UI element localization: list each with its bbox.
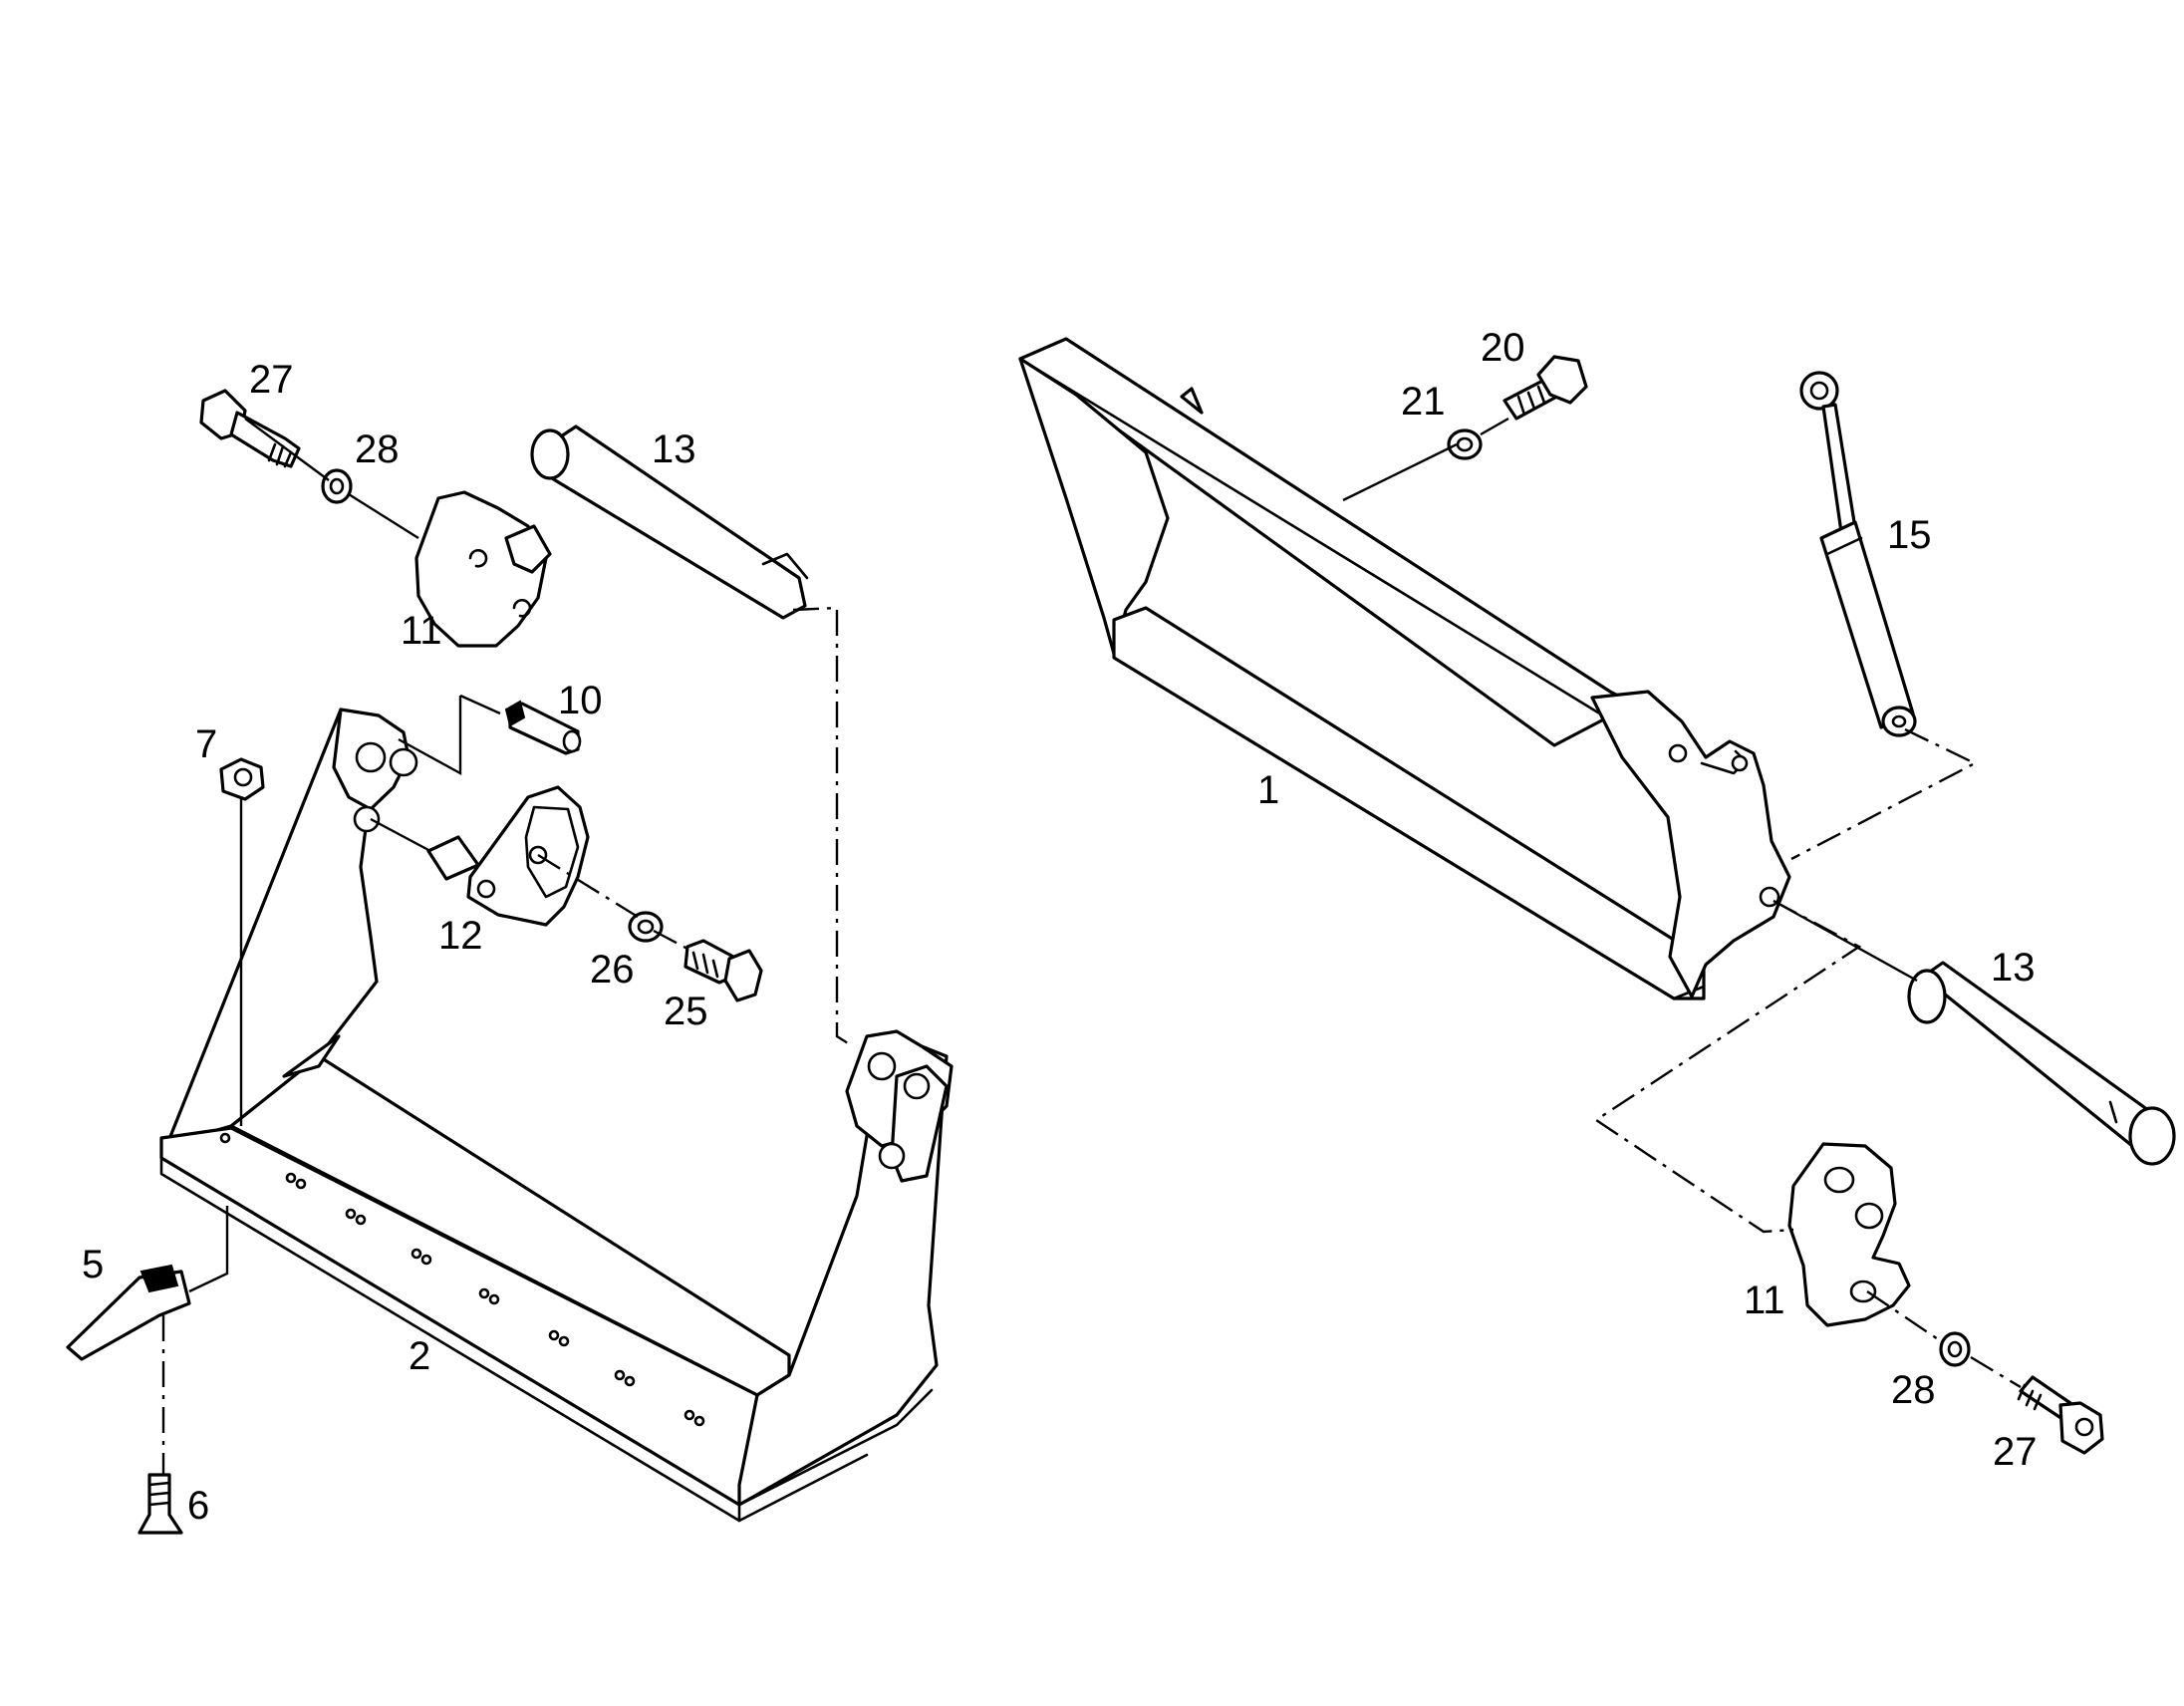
leader-lines-left [161, 418, 854, 1475]
callout-21: 21 [1401, 380, 1446, 424]
callout-26: 26 [590, 948, 635, 992]
bolt-part-27-right [2017, 1375, 2104, 1455]
callout-25: 25 [664, 990, 708, 1033]
callout-11-right: 11 [1744, 1279, 1785, 1322]
callout-27-right: 27 [1993, 1430, 2038, 1474]
pin-part-10 [504, 700, 582, 755]
latch-part-12 [426, 785, 590, 927]
callout-5: 5 [82, 1243, 104, 1286]
callout-20: 20 [1481, 326, 1525, 370]
callout-6: 6 [187, 1484, 209, 1528]
callout-15: 15 [1887, 513, 1932, 557]
hook-part-11-right [1787, 1142, 1911, 1327]
nut-part-7 [219, 757, 265, 801]
bolt-part-6 [137, 1473, 183, 1535]
bolt-part-27-left [199, 389, 301, 468]
bolt-part-25 [683, 939, 763, 1002]
callout-1: 1 [1257, 768, 1279, 812]
pin-part-13-right [1907, 961, 2176, 1166]
pin-part-13-left [530, 425, 809, 620]
callout-7: 7 [195, 722, 217, 766]
callout-13-left: 13 [652, 427, 696, 471]
hook-part-11-left [414, 490, 552, 648]
washer-part-21 [1447, 428, 1483, 460]
callout-13-right: 13 [1991, 946, 2036, 990]
cutting-edge-bolt-holes [219, 1132, 705, 1427]
washer-part-28-left [321, 468, 353, 504]
leader-lines-right [1342, 417, 2022, 1389]
callout-28-right: 28 [1891, 1368, 1936, 1412]
bucket-part-2 [159, 708, 954, 1523]
washer-part-26 [628, 911, 664, 943]
bolt-part-20 [1502, 355, 1588, 421]
callout-27-left: 27 [249, 358, 294, 402]
callout-labels: 27 28 13 11 10 7 12 26 25 5 2 6 20 21 15… [82, 326, 2038, 1528]
tooth-part-5 [66, 1264, 191, 1361]
washer-part-28-right [1939, 1331, 1971, 1367]
bucket-part-1 [1018, 337, 1791, 1000]
callout-2: 2 [409, 1334, 430, 1378]
gas-strut-part-15 [1799, 371, 1917, 737]
callout-28-left: 28 [355, 427, 400, 471]
callout-11-left: 11 [401, 609, 442, 653]
callout-10: 10 [558, 679, 603, 722]
callout-12: 12 [438, 914, 483, 958]
